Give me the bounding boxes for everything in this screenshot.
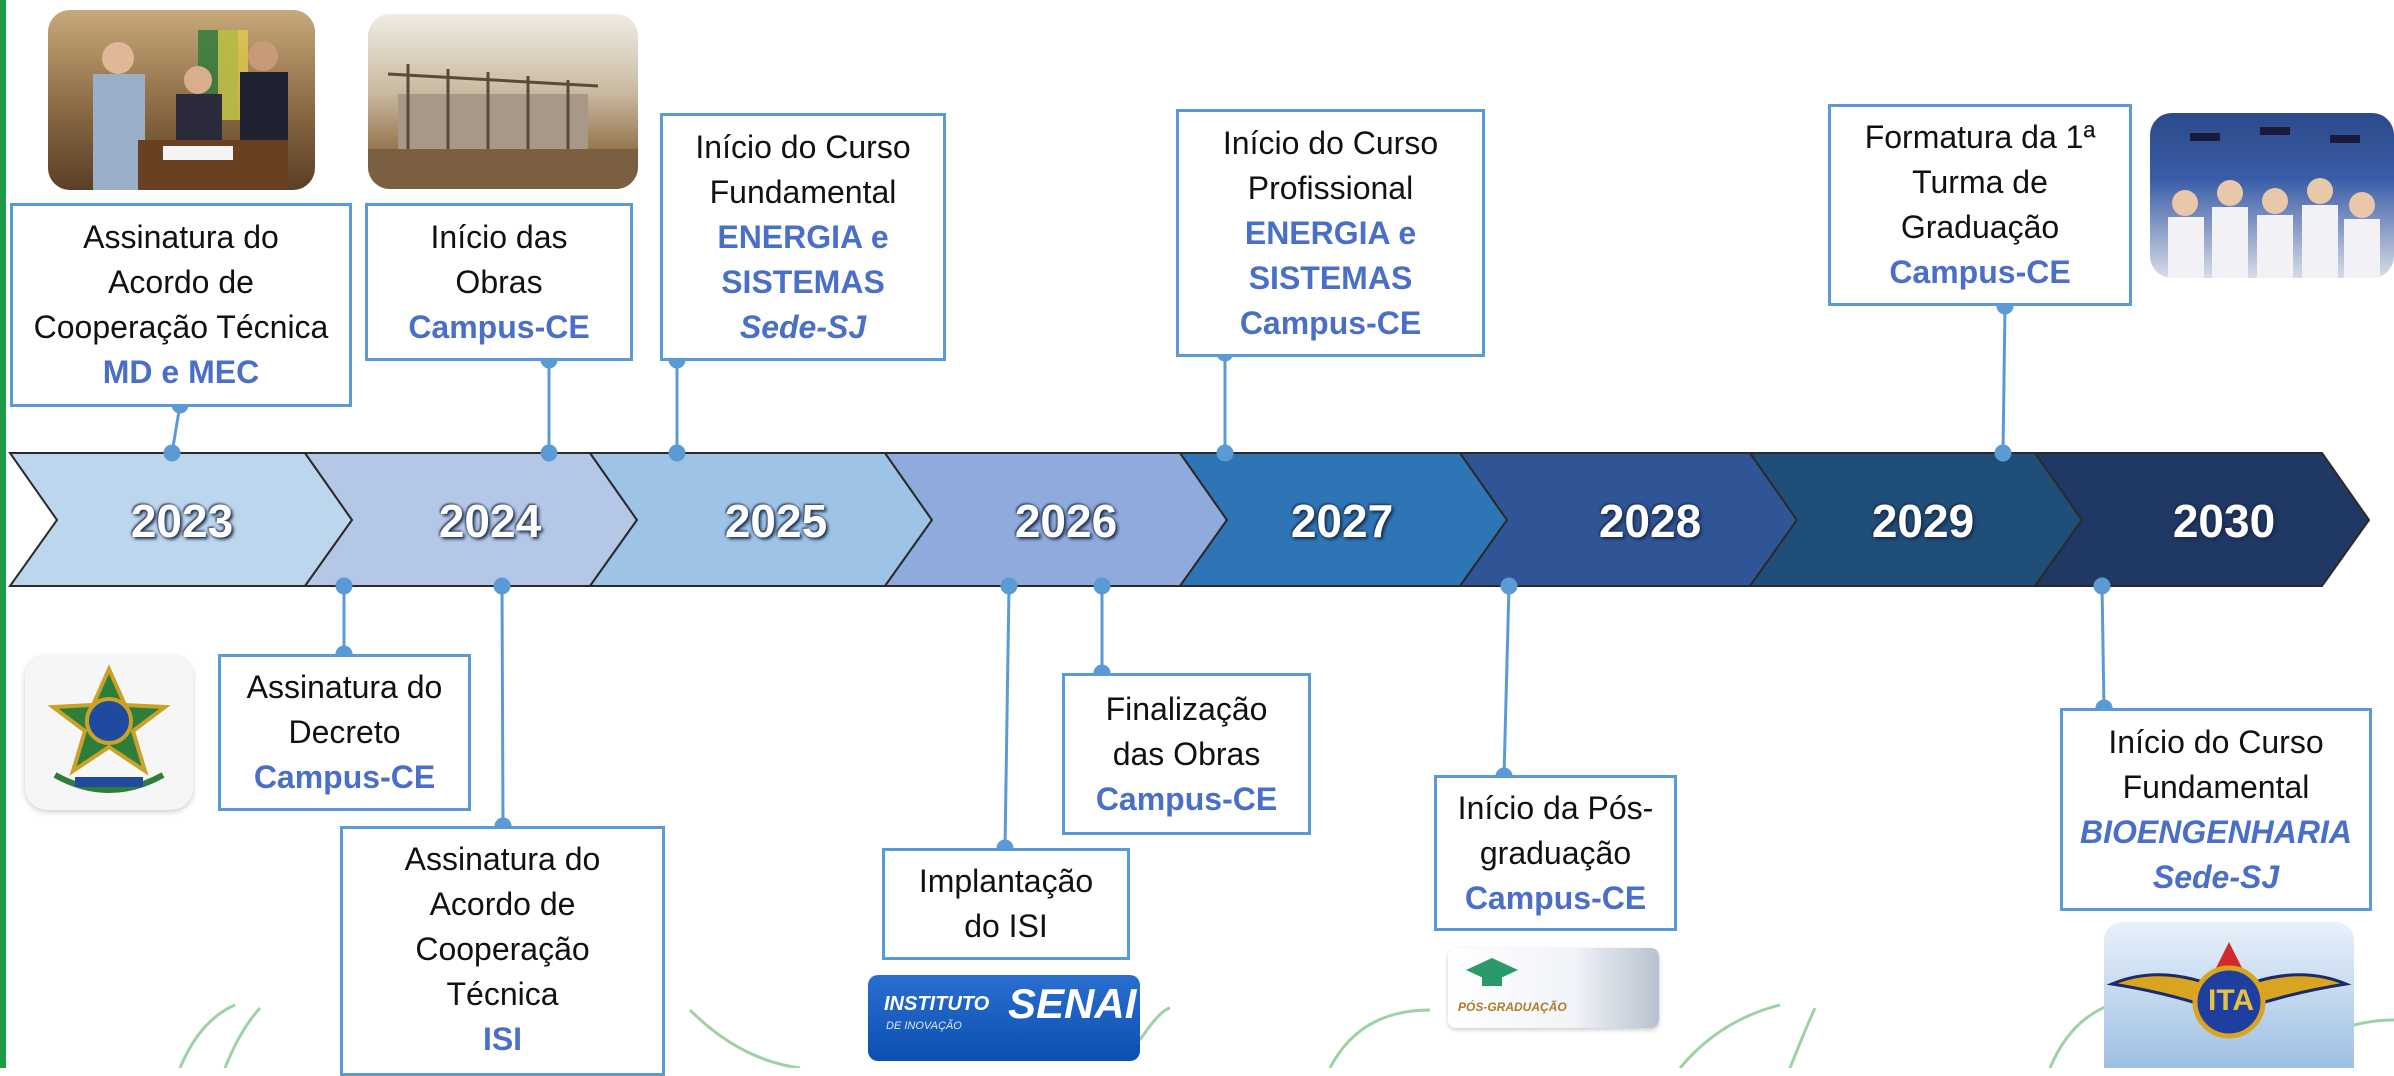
- green-side-stripe: [0, 0, 6, 1068]
- event-text: Obras: [455, 263, 543, 300]
- construction-photo: [368, 14, 638, 189]
- postgraduate-logo-text: PÓS-GRADUAÇÃO: [1458, 1000, 1567, 1014]
- year-label-2027: 2027: [1290, 495, 1394, 547]
- event-text: Início do Curso: [2108, 723, 2324, 760]
- event-text: Graduação: [1900, 209, 2060, 245]
- senai-logo: INSTITUTO SENAI DE INOVAÇÃO: [868, 975, 1140, 1061]
- event-text: Fundamental: [709, 173, 897, 210]
- event-text: Assinatura do: [246, 669, 443, 705]
- event-text: Acordo de: [108, 264, 254, 300]
- event-text: Acordo de: [429, 886, 576, 922]
- senai-logo-text-senai: SENAI: [1008, 980, 1137, 1027]
- senai-logo-text-inovacao: DE INOVAÇÃO: [886, 1020, 962, 1032]
- event-text: graduação: [1479, 834, 1632, 871]
- event-box-start-fundamental-bioengineering: Início do Curso Fundamental BIOENGENHARI…: [2060, 708, 2372, 911]
- event-text: Formatura da 1ª: [1864, 119, 2096, 155]
- ita-wings-icon: [2106, 942, 2352, 1039]
- brazil-coat-of-arms-icon: [47, 664, 171, 793]
- event-text: Implantação: [918, 863, 1094, 899]
- event-text: Finalização: [1105, 690, 1268, 727]
- coat-of-arms-emblem: [25, 655, 193, 810]
- event-accent: Sede-SJ: [2152, 858, 2280, 895]
- graduation-cap-icon: [1466, 958, 1518, 986]
- event-box-first-graduation: Formatura da 1ª Turma de Graduação Campu…: [1828, 104, 2132, 306]
- ita-logo-text: ITA: [2208, 984, 2255, 1017]
- year-label-2028: 2028: [1598, 495, 1702, 547]
- event-box-start-works: Início das Obras Campus-CE: [365, 203, 633, 361]
- event-text: Início do Curso: [695, 128, 911, 165]
- event-accent: ISI: [482, 1021, 523, 1057]
- arrow-2030: [2033, 452, 2371, 587]
- event-text: Decreto: [288, 714, 401, 750]
- year-label-2029: 2029: [1871, 495, 1975, 547]
- graduation-photo: [2150, 113, 2394, 278]
- event-accent: ENERGIA e: [1244, 214, 1417, 251]
- event-accent: Campus-CE: [1239, 304, 1422, 341]
- event-box-works-completion: Finalização das Obras Campus-CE: [1062, 673, 1311, 835]
- event-text: Cooperação: [415, 931, 590, 967]
- year-label-2024: 2024: [438, 495, 542, 547]
- event-box-isi-implementation: Implantação do ISI: [882, 848, 1130, 960]
- event-accent: BIOENGENHARIA: [2079, 813, 2352, 850]
- event-text: do ISI: [964, 908, 1048, 944]
- year-label-2023: 2023: [130, 495, 234, 547]
- signing-scene-icon: [93, 30, 288, 190]
- event-box-decree: Assinatura do Decreto Campus-CE: [218, 654, 471, 811]
- event-accent: Campus-CE: [408, 308, 590, 345]
- event-text: Fundamental: [2122, 768, 2310, 805]
- event-text: Cooperação Técnica: [33, 309, 329, 345]
- event-text: Assinatura do: [404, 841, 601, 877]
- event-box-cooperation-isi: Assinatura do Acordo de Cooperação Técni…: [340, 826, 665, 1076]
- event-box-cooperation-md-mec: Assinatura do Acordo de Cooperação Técni…: [10, 203, 352, 407]
- year-label-2026: 2026: [1014, 495, 1118, 547]
- event-box-postgraduate-start: Início da Pós- graduação Campus-CE: [1434, 775, 1677, 931]
- postgraduate-logo: PÓS-GRADUAÇÃO: [1448, 948, 1659, 1028]
- event-text: Início das: [430, 218, 568, 255]
- ita-logo: ITA: [2104, 922, 2354, 1068]
- event-accent: Campus-CE: [1889, 254, 2071, 290]
- year-label-2025: 2025: [724, 495, 828, 547]
- event-text: Assinatura do: [83, 219, 279, 255]
- event-text: Profissional: [1247, 169, 1414, 206]
- graduation-scene-icon: [2168, 127, 2380, 278]
- event-accent: Campus-CE: [1464, 879, 1647, 916]
- event-accent: Campus-CE: [253, 759, 436, 795]
- signing-photo: [48, 10, 315, 190]
- senai-logo-text-instituto: INSTITUTO: [884, 993, 990, 1015]
- construction-scene-icon: [368, 64, 638, 189]
- event-text: Início da Pós-: [1457, 789, 1654, 826]
- event-accent: SISTEMAS: [1248, 259, 1413, 296]
- event-accent: MD e MEC: [102, 354, 260, 390]
- event-accent: ENERGIA e: [717, 218, 889, 255]
- event-box-start-fundamental-energy: Início do Curso Fundamental ENERGIA e SI…: [660, 113, 946, 361]
- year-label-2030: 2030: [2172, 495, 2276, 547]
- event-text: Técnica: [446, 976, 559, 1012]
- event-text: Início do Curso: [1222, 124, 1439, 161]
- event-accent: Campus-CE: [1095, 780, 1278, 817]
- event-box-start-professional-energy: Início do Curso Profissional ENERGIA e S…: [1176, 109, 1485, 357]
- event-text: Turma de: [1912, 164, 2048, 200]
- event-accent: SISTEMAS: [721, 263, 885, 300]
- event-text: das Obras: [1112, 735, 1261, 772]
- event-accent: Sede-SJ: [739, 308, 867, 345]
